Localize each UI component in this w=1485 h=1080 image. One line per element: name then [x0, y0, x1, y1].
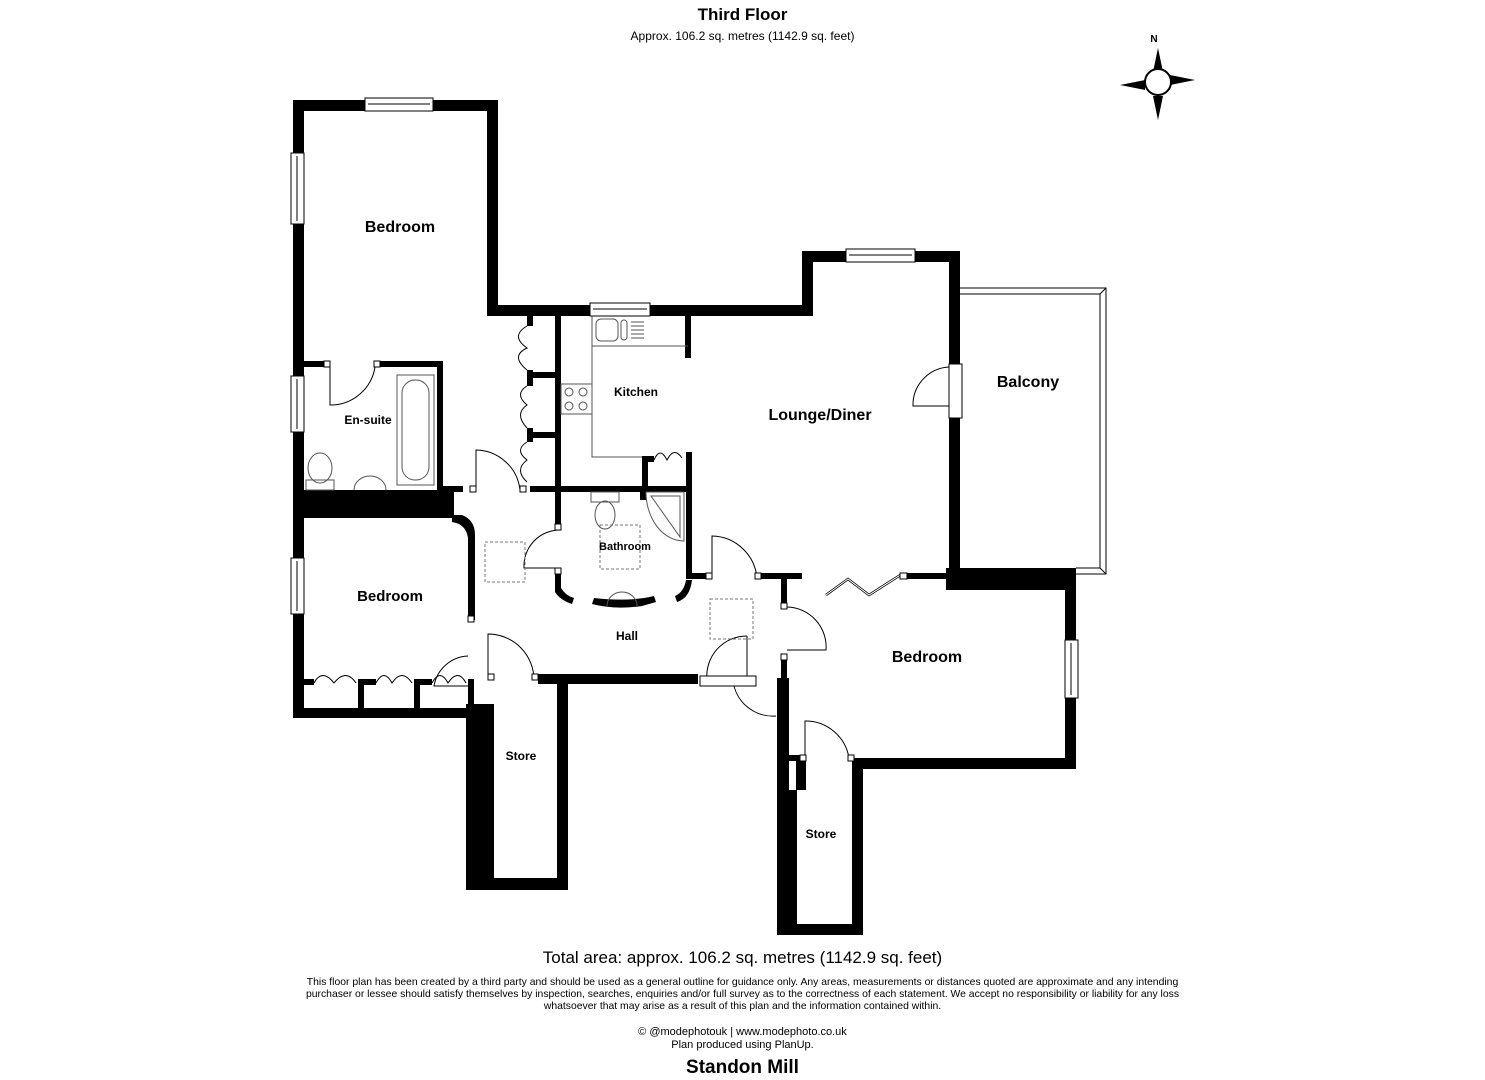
- disclaimer-text: This floor plan has been created by a th…: [305, 977, 1180, 1012]
- door-jambs: [323, 360, 908, 762]
- copyright-text: © @modephotouk | www.modephoto.co.uk: [638, 1026, 847, 1038]
- wardrobe-doors: [313, 325, 683, 684]
- room-label-bedroom-3: Bedroom: [892, 649, 962, 666]
- svg-text:N: N: [1150, 34, 1157, 45]
- windows: [290, 97, 1079, 699]
- compass-rose-icon: N: [1120, 34, 1195, 120]
- total-area: Total area: approx. 106.2 sq. metres (11…: [542, 948, 943, 967]
- room-label-store-2: Store: [806, 827, 837, 841]
- room-label-bedroom-1: Bedroom: [365, 219, 435, 236]
- fixtures: [305, 316, 688, 607]
- produced-by-text: Plan produced using PlanUp.: [671, 1039, 814, 1051]
- room-label-bathroom: Bathroom: [599, 541, 651, 553]
- credit-block: © @modephotouk | www.modephoto.co.uk Pla…: [0, 1026, 1485, 1052]
- room-labels: Bedroom En-suite Kitchen Lounge/Diner Ba…: [344, 219, 1059, 841]
- walls: [293, 100, 1076, 935]
- room-label-ensuite: En-suite: [344, 413, 392, 427]
- doors: [329, 366, 950, 759]
- floor-title: Third Floor: [697, 5, 788, 24]
- room-label-store-1: Store: [506, 749, 537, 763]
- loft-hatches: [484, 524, 754, 640]
- room-label-balcony: Balcony: [997, 374, 1059, 391]
- room-label-lounge-diner: Lounge/Diner: [768, 407, 871, 424]
- balcony-outline: [960, 287, 1107, 575]
- room-label-bedroom-2: Bedroom: [357, 588, 423, 605]
- room-label-kitchen: Kitchen: [614, 385, 658, 399]
- room-label-hall: Hall: [616, 629, 638, 643]
- floor-area-subtitle: Approx. 106.2 sq. metres (1142.9 sq. fee…: [630, 29, 855, 43]
- property-name: Standon Mill: [686, 1057, 799, 1078]
